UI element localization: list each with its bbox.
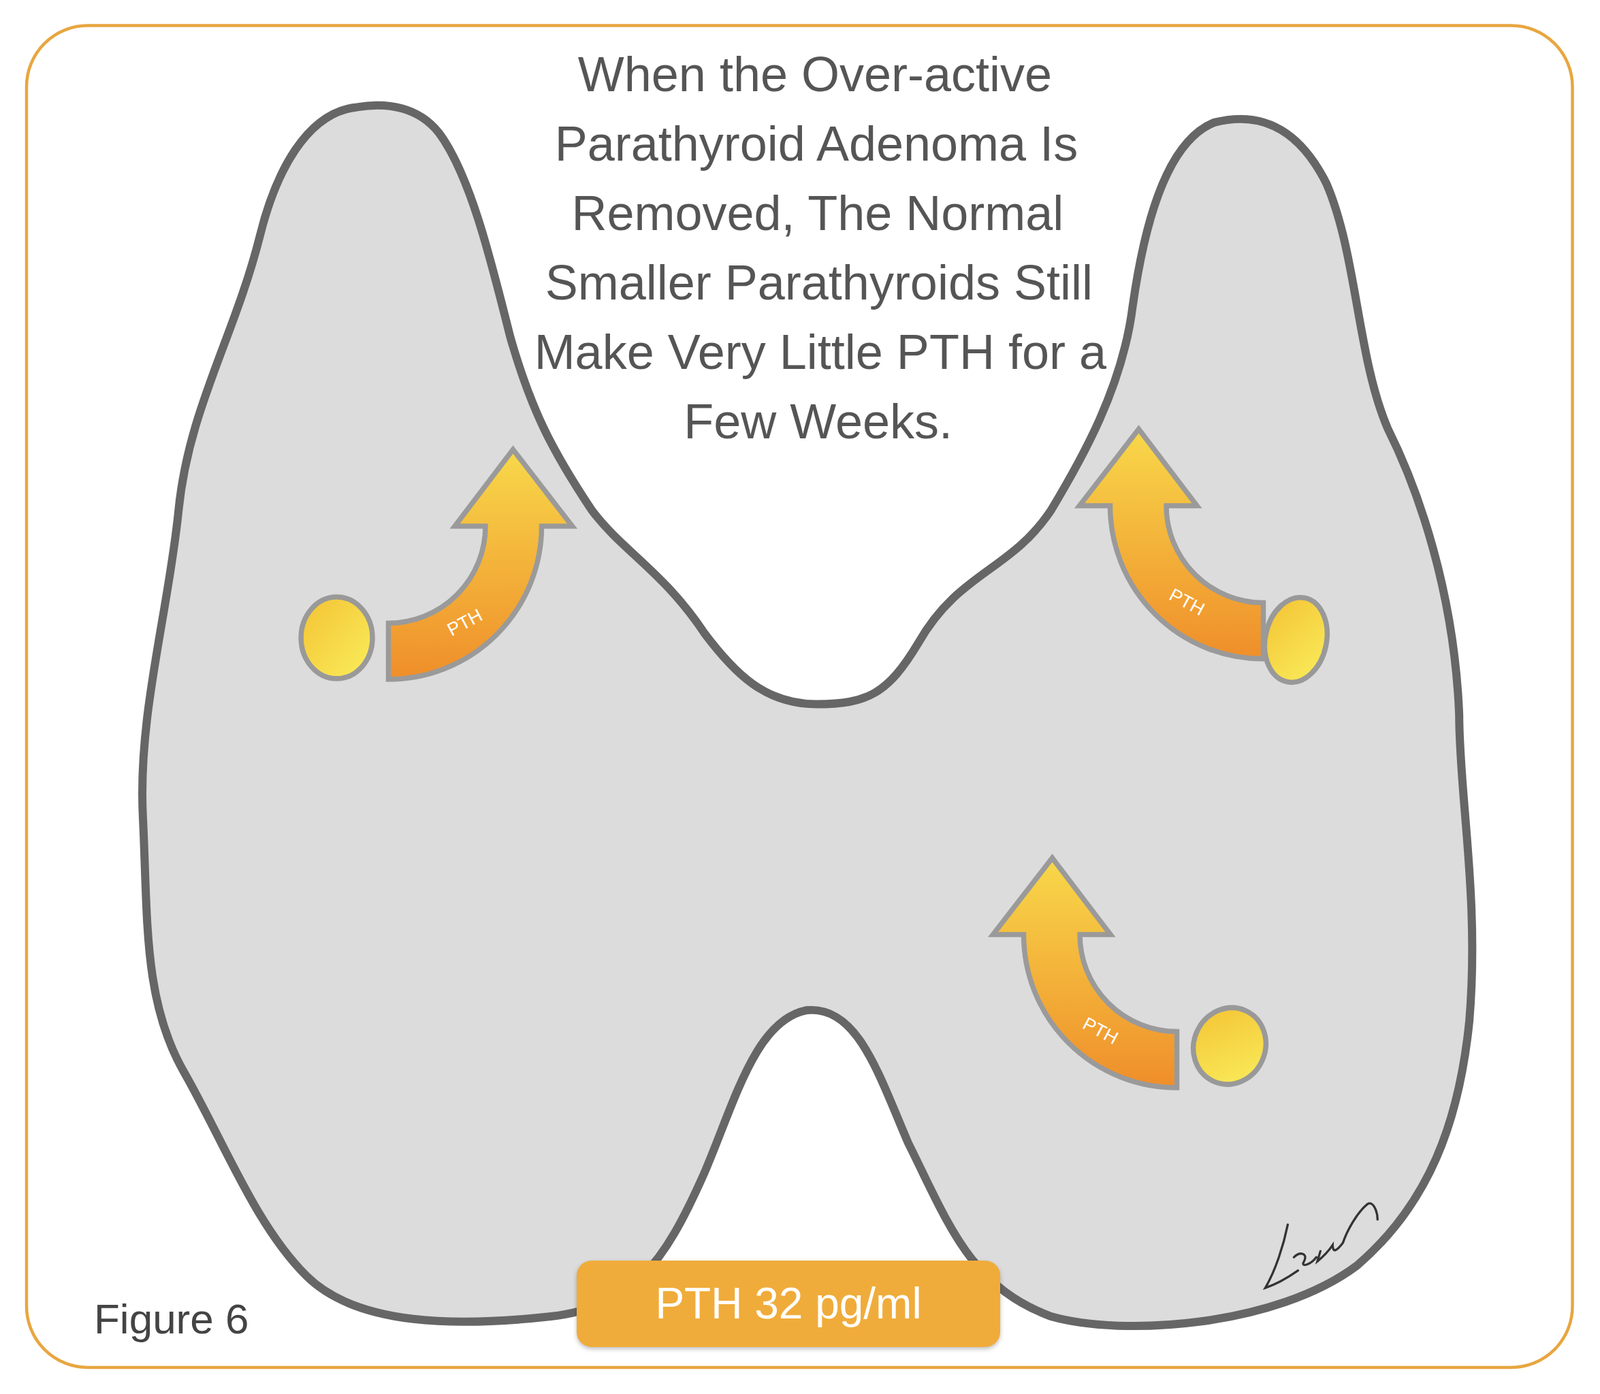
arrow-shape	[987, 853, 1182, 1094]
parathyroid-gland	[1256, 591, 1335, 689]
arrow-outline	[1079, 428, 1264, 660]
arrow-outline	[992, 857, 1177, 1088]
figure-number: Figure 6	[93, 1294, 249, 1344]
frame	[26, 25, 1573, 1368]
title-block: When the Over-active Parathyroid Adenoma…	[476, 39, 1151, 639]
title: When the Over-active Parathyroid Adenoma…	[534, 46, 1107, 449]
pth-arrow: PTH	[987, 853, 1182, 1094]
artist-signature	[1265, 1203, 1378, 1289]
arrow-shape	[383, 444, 578, 685]
value-badge: PTH 32 pg/ml	[576, 1260, 1001, 1349]
arrow-shape	[1074, 424, 1269, 665]
parathyroid-gland	[300, 597, 373, 679]
pth-value: PTH 32 pg/ml	[654, 1279, 922, 1329]
pth-arrow: PTH	[1074, 424, 1269, 665]
pth-arrow: PTH	[383, 444, 578, 685]
arrow-outline	[388, 449, 572, 680]
parathyroid-gland	[1180, 996, 1278, 1097]
